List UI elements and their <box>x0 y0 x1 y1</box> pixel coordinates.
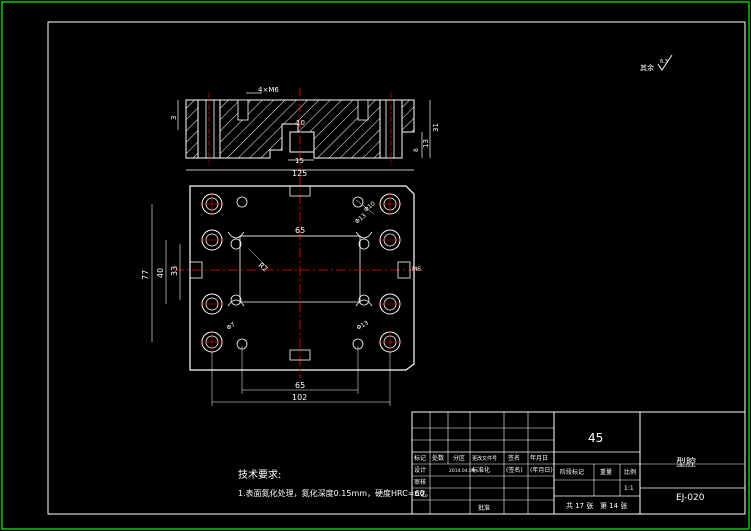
tb-hdr-zone: 分区 <box>453 454 465 462</box>
section-thread-right <box>357 99 369 121</box>
plate-outline <box>189 185 415 371</box>
notes-line1: 1.表面氮化处理，氮化深度0.15mm，硬度HRC=60。 <box>238 488 433 498</box>
tb-hdr-docno: 更改文件号 <box>472 455 497 462</box>
dim-40: 40 <box>156 268 165 278</box>
hole-group <box>200 192 402 354</box>
tb-row-design: 设计 <box>414 466 426 474</box>
tb-weight: 重量 <box>600 468 612 476</box>
tb-hdr-mark: 标记 <box>414 454 426 462</box>
tb-part-name: 型腔 <box>676 456 696 469</box>
dim-d13-bottom: Φ13 <box>356 319 370 331</box>
tb-row-check: 审核 <box>414 478 426 486</box>
dim-r2: R2 <box>257 261 269 273</box>
tb-hdr-sign: 签名 <box>508 454 520 462</box>
roughness-label: 其余 <box>640 63 654 72</box>
tb-row-approve: 批准 <box>478 504 490 512</box>
tb-sheets: 共 17 张 <box>566 501 593 510</box>
dim-15: 15 <box>295 157 304 165</box>
tb-row-process: 工艺 <box>414 490 426 498</box>
dim-m6: M6 <box>412 266 421 273</box>
dim-65-top: 65 <box>295 226 305 235</box>
tb-ratio: 比例 <box>624 468 636 476</box>
tb-scale: 1:1 <box>624 485 634 492</box>
notch-bottom <box>289 349 311 361</box>
dim-d7: Φ7 <box>226 321 237 331</box>
side-hole-left <box>189 261 203 279</box>
section-slot <box>289 131 315 153</box>
dim-thread: 4×M6 <box>258 86 279 94</box>
dim-8: 8 <box>413 148 420 152</box>
dim-3: 3 <box>170 116 178 120</box>
tb-row-std: 标准化 <box>472 466 490 474</box>
dim-d10: Φ10 <box>363 200 377 213</box>
notch-top <box>289 185 311 197</box>
svg-text:6.3: 6.3 <box>660 59 668 65</box>
tech-notes: 技术要求: 1.表面氮化处理，氮化深度0.15mm，硬度HRC=60。 <box>238 468 433 498</box>
plan-view: 65 65 102 77 40 33 R2 Φ10 Φ13 Φ13 Φ7 M6 <box>141 176 426 406</box>
dim-102: 102 <box>292 393 307 402</box>
roughness-symbol: 其余 6.3 <box>640 54 673 72</box>
tb-drawing-no: EJ-020 <box>676 493 705 503</box>
sheet-inner-frame <box>47 21 746 515</box>
dim-125: 125 <box>292 169 307 178</box>
tb-hdr-count: 处数 <box>432 454 444 462</box>
dim-65-bottom: 65 <box>295 381 305 390</box>
tb-sheet: 第 14 张 <box>600 501 627 510</box>
tb-hdr-date: 年月日 <box>530 454 548 462</box>
tb-row-sig: (签名) <box>506 466 523 474</box>
dim-31: 31 <box>432 123 440 132</box>
title-block: 标记 处数 分区 更改文件号 签名 年月日 设计 2014.04.09 标准化 … <box>411 411 746 515</box>
dim-77: 77 <box>141 270 150 280</box>
notes-title: 技术要求: <box>238 468 281 481</box>
tb-stage: 阶段标记 <box>560 468 584 476</box>
dim-d13-top: Φ13 <box>354 212 368 225</box>
dim-33: 33 <box>170 266 179 276</box>
tb-row-design-id: 2014.04.09 <box>449 468 475 474</box>
side-hole-right <box>397 261 411 279</box>
tb-material: 45 <box>588 431 603 445</box>
tb-row-date: (年月日) <box>530 466 553 474</box>
section-view: 125 15 10 4×M6 31 13 8 3 <box>170 86 440 178</box>
dim-10: 10 <box>296 119 305 127</box>
dim-13: 13 <box>422 139 430 148</box>
section-thread-left <box>237 99 249 121</box>
